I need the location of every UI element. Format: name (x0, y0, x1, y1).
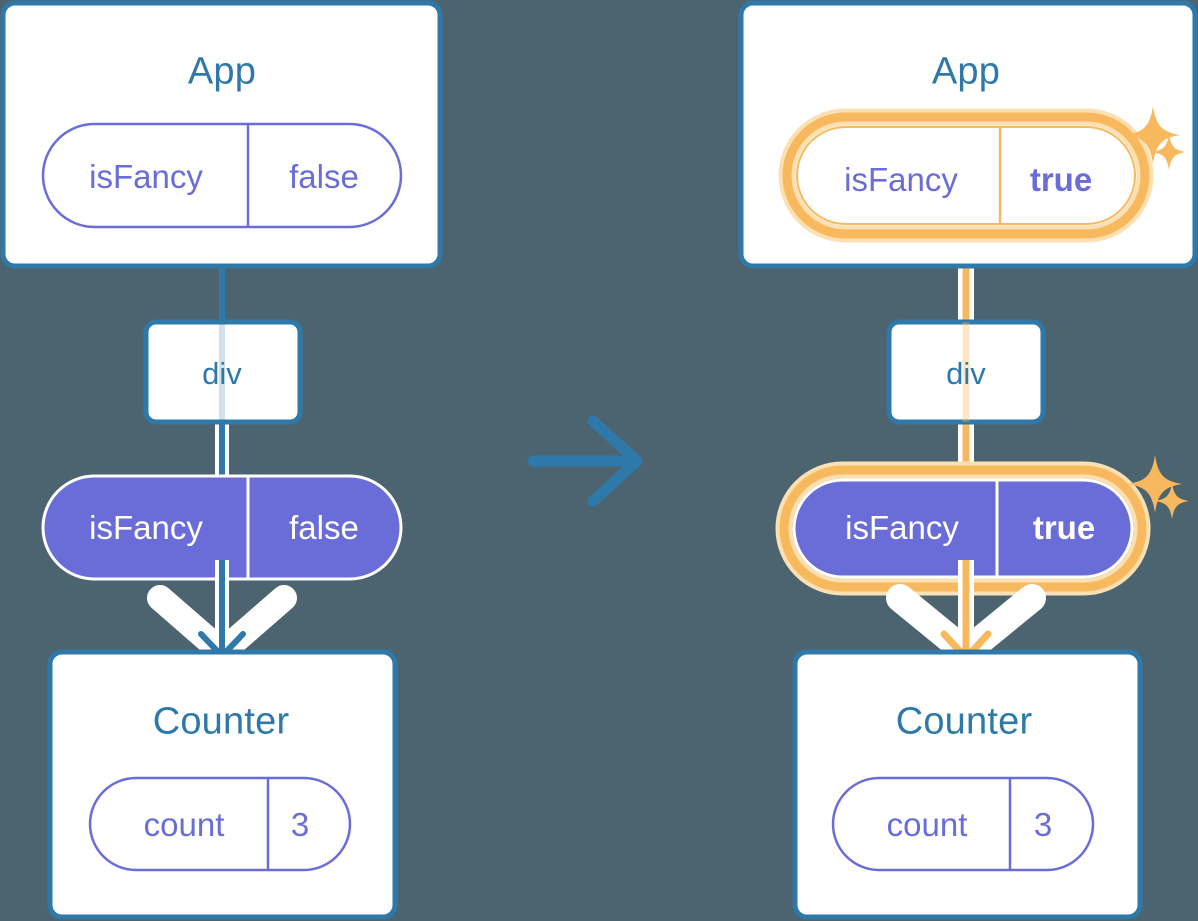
app-state-pill-ring (782, 112, 1150, 239)
prop-value-after: true (1032, 509, 1096, 546)
counter-state-pill (88, 776, 352, 872)
after-panel (738, 0, 1198, 920)
prop-key-after: isFancy (845, 509, 959, 546)
app-state-key-before: isFancy (89, 158, 203, 195)
counter-title-before: Counter (152, 700, 290, 743)
counter-state-value-after: 3 (1033, 806, 1053, 843)
counter-state-pill (831, 776, 1095, 872)
sparkle-icon-app-small (1152, 134, 1186, 170)
before-panel (0, 0, 443, 920)
div-node-box (886, 319, 1046, 425)
sparkle-icon-prop-large (1128, 455, 1182, 513)
sparkle-icon-app-large (1126, 106, 1180, 164)
sparkle-icon-prop-small (1155, 483, 1189, 519)
app-state-key-after: isFancy (844, 161, 958, 198)
app-title-before: App (187, 50, 257, 93)
counter-state-key-after: count (886, 806, 968, 843)
counter-title-after: Counter (895, 700, 1033, 743)
prop-value-before: false (289, 509, 359, 546)
app-state-value-after: true (1029, 161, 1093, 198)
transition-arrow-right-icon (527, 415, 643, 507)
app-state-pill (41, 122, 403, 229)
app-state-pill (796, 126, 1136, 225)
counter-state-key-before: count (143, 806, 225, 843)
div-node-box (143, 319, 303, 425)
div-node-label-after: div (946, 356, 986, 391)
prop-key-before: isFancy (89, 509, 203, 546)
app-state-value-before: false (289, 158, 359, 195)
counter-state-value-before: 3 (290, 806, 310, 843)
div-node-label-before: div (202, 356, 242, 391)
app-title-after: App (931, 50, 1001, 93)
